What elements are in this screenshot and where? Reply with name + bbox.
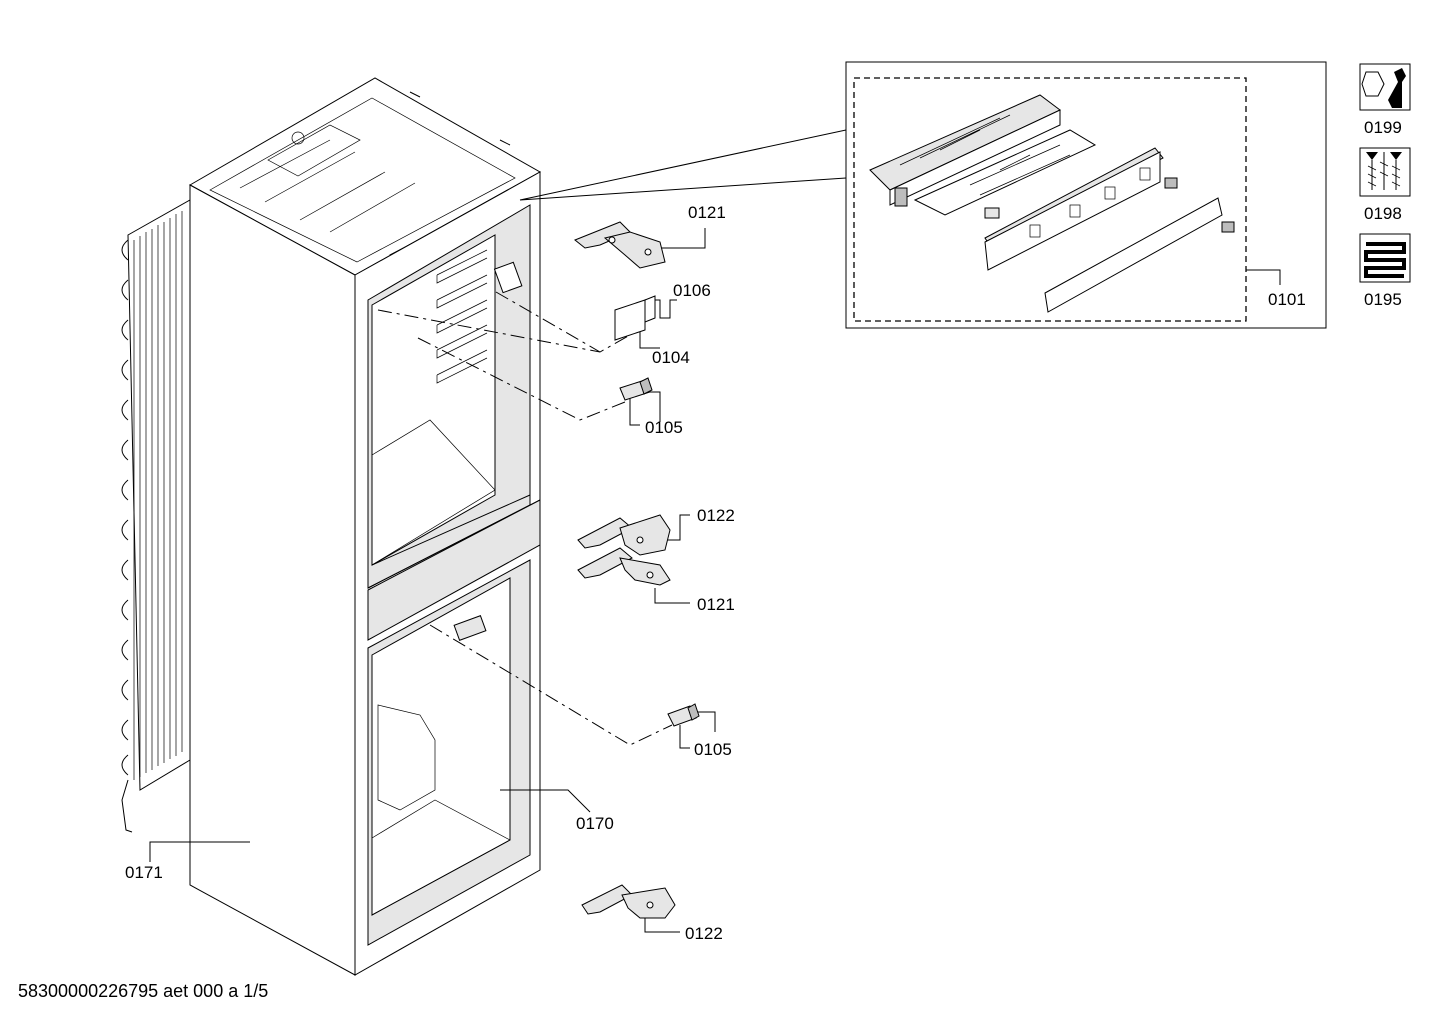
label-0105-top: 0105 (645, 418, 683, 437)
label-0104: 0104 (652, 348, 690, 367)
label-0122-bottom: 0122 (685, 924, 723, 943)
wrench-icon (1359, 63, 1411, 111)
label-0122-mid: 0122 (697, 506, 735, 525)
label-0198: 0198 (1364, 204, 1402, 223)
clip-0106 (644, 295, 656, 323)
label-0171: 0171 (125, 863, 163, 882)
switch-0105-bottom (667, 703, 700, 727)
label-0170: 0170 (576, 814, 614, 833)
label-0199: 0199 (1364, 118, 1402, 137)
cabinet-housing (188, 77, 542, 976)
callout-lines (149, 129, 847, 933)
detail-box-0101 (845, 61, 1327, 329)
cover-0104 (614, 299, 646, 341)
label-0105-bottom: 0105 (694, 740, 732, 759)
heating-coil-icon (1359, 233, 1411, 283)
hinge-0122-0121-mid (577, 514, 671, 586)
document-reference: 58300000226795 aet 000 a 1/5 (18, 981, 269, 1001)
hinge-0122-bottom (581, 884, 676, 919)
label-0101: 0101 (1268, 290, 1306, 309)
label-0121-mid: 0121 (697, 595, 735, 614)
screws-icon (1359, 147, 1411, 197)
switch-0105-top (619, 377, 653, 401)
label-0121-top: 0121 (688, 203, 726, 222)
condenser-coil (121, 199, 191, 833)
hinge-0121-top (574, 221, 666, 269)
label-0195: 0195 (1364, 290, 1402, 309)
label-0106: 0106 (673, 281, 711, 300)
